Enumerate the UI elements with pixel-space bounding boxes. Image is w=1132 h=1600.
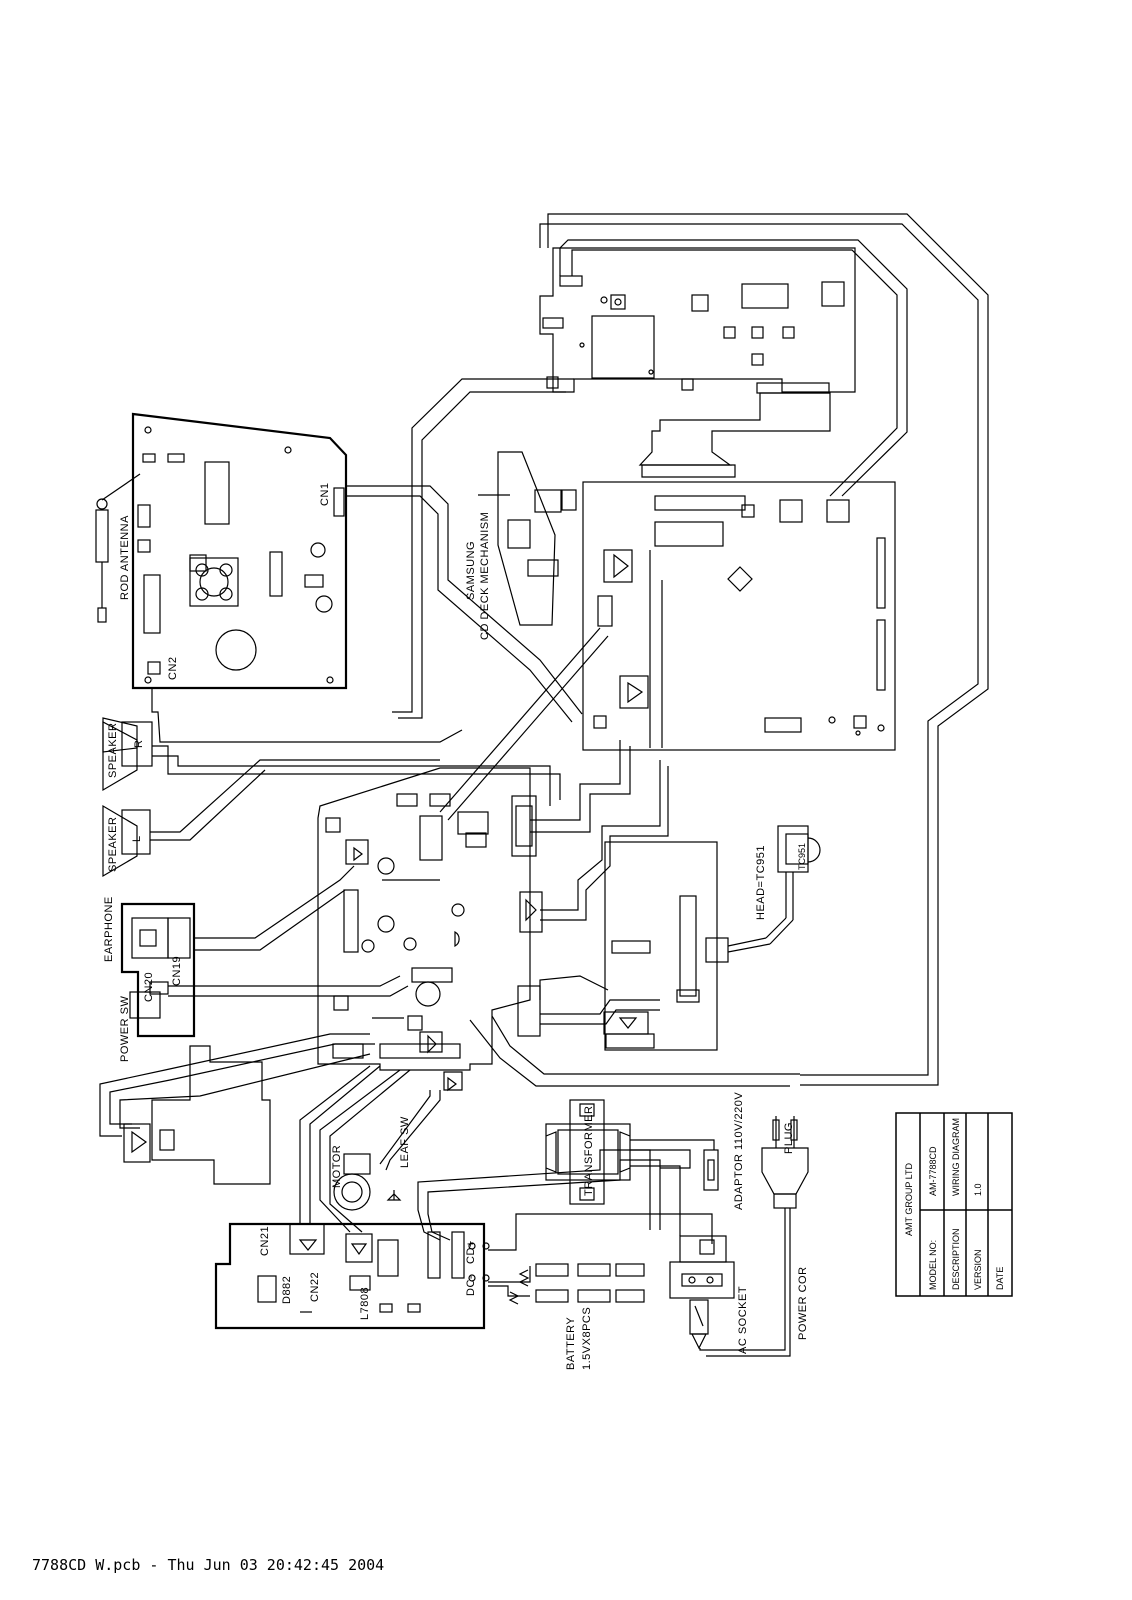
label-battery: BATTERY: [565, 1317, 577, 1370]
title-description-key: DESCRIPTION: [951, 1228, 961, 1290]
label-cn2: CN2: [167, 656, 179, 680]
label-power-sw: POWER SW: [119, 996, 131, 1062]
label-head: HEAD=TC951: [755, 845, 767, 920]
label-samsung: SAMSUNG: [465, 541, 477, 600]
label-cn21: CN21: [259, 1226, 271, 1256]
leaf-switch: [386, 1071, 463, 1201]
label-cn20: CN20: [143, 972, 155, 1002]
label-cn22: CN22: [309, 1272, 321, 1302]
label-head-tag: TC951: [797, 843, 807, 870]
title-version-key: VERSION: [973, 1249, 983, 1290]
cd-servo-board: [582, 481, 896, 751]
earphone-board: [120, 902, 196, 1038]
cd-control-board: [539, 247, 856, 394]
tuner-parts: [137, 426, 345, 684]
label-speaker-r: SPEAKER: [107, 723, 119, 778]
battery-pack: [508, 1263, 645, 1305]
label-dc-minus: DC-: [465, 1275, 477, 1296]
power-board-parts: [257, 1223, 490, 1313]
labels: ROD ANTENNA CN1 CN2 SAMSUNG CD DECK MECH…: [103, 482, 809, 1370]
label-leaf-sw: LEAF SW: [399, 1116, 411, 1168]
cassette-head: [727, 825, 821, 953]
title-block-text: AMT GROUP LTD MODEL NO: AM-7788CD DESCRI…: [904, 1118, 1005, 1290]
label-cd-plus: CD+: [465, 1240, 477, 1264]
ac-socket: [669, 1235, 735, 1350]
title-block: [895, 1112, 1013, 1297]
label-power-cor: POWER COR: [797, 1266, 809, 1340]
earphone-parts: [129, 917, 191, 1019]
main-board: [317, 767, 543, 1071]
label-ac-socket: AC SOCKET: [737, 1286, 749, 1354]
transformer: [545, 1099, 631, 1205]
title-version-value: 1.0: [973, 1183, 983, 1196]
speaker-r: [102, 717, 153, 792]
label-rod-antenna: ROD ANTENNA: [119, 515, 131, 600]
label-l7808: L7808: [359, 1287, 371, 1320]
title-description-value: WIRING DIAGRAM: [951, 1118, 961, 1196]
label-speaker-r-ch: R: [133, 740, 145, 748]
adaptor-jack: [703, 1149, 719, 1191]
tape-switch-board: [123, 1045, 271, 1185]
label-cd-deck: CD DECK MECHANISM: [479, 512, 491, 640]
label-motor: MOTOR: [331, 1145, 343, 1188]
power-plug: [761, 1116, 809, 1209]
label-speaker-l-ch: L: [131, 835, 143, 842]
label-plug: PLUG: [783, 1122, 795, 1154]
title-model-key: MODEL NO:: [928, 1240, 938, 1290]
title-company: AMT GROUP LTD: [904, 1162, 914, 1236]
rod-antenna: [95, 473, 141, 623]
label-transformer: TRANSFORMER: [583, 1106, 595, 1196]
cassette-board: [603, 841, 729, 1051]
title-model-value: AM-7788CD: [928, 1146, 938, 1196]
cd-deck-mechanism: [478, 451, 577, 626]
motor: [333, 1153, 371, 1211]
power-board: [214, 1222, 486, 1330]
label-earphone: EARPHONE: [103, 896, 115, 962]
label-cn19: CN19: [171, 956, 183, 986]
label-adaptor: ADAPTOR 110V/220V: [733, 1092, 745, 1210]
label-cn1: CN1: [319, 482, 331, 506]
label-d882: D882: [281, 1276, 293, 1304]
tuner-board: [131, 412, 348, 690]
footer-filename: 7788CD W.pcb - Thu Jun 03 20:42:45 2004: [32, 1556, 385, 1574]
title-date-key: DATE: [995, 1267, 1005, 1290]
label-battery-spec: 1.5VX8PCS: [581, 1307, 593, 1370]
label-speaker-l: SPEAKER: [107, 817, 119, 872]
